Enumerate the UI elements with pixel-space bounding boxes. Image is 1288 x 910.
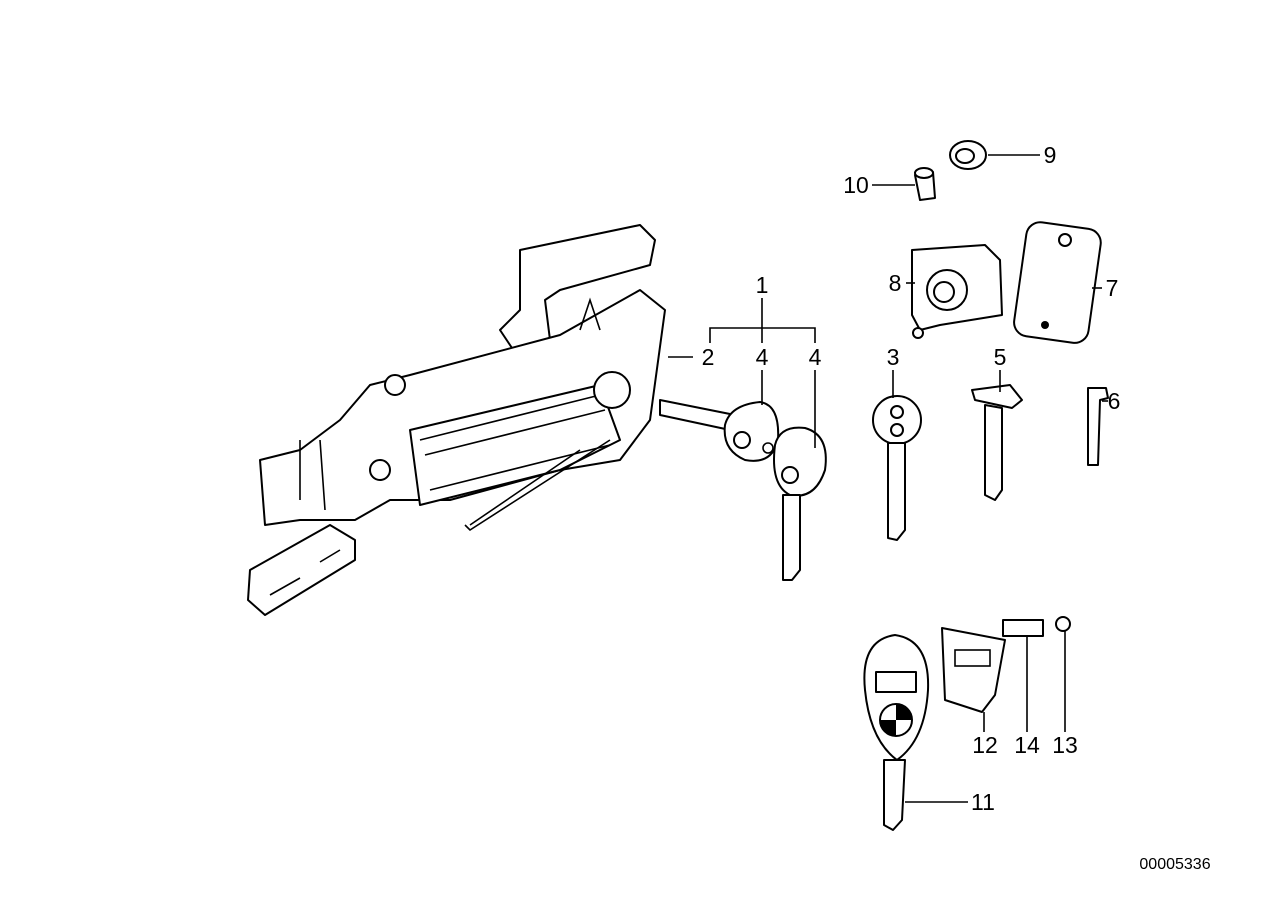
callout-1: 1 (756, 272, 769, 298)
key-blank-flat-head[interactable] (971, 384, 1023, 501)
callout-4b: 4 (809, 344, 822, 370)
lock-cylinder-housing[interactable] (911, 244, 1003, 339)
callout-3: 3 (887, 344, 900, 370)
callout-13: 13 (1052, 732, 1078, 758)
callout-5: 5 (994, 344, 1007, 370)
key-blade[interactable] (1087, 387, 1109, 466)
callout-7: 7 (1106, 275, 1119, 301)
plate[interactable] (1002, 619, 1044, 637)
pin-plug[interactable] (914, 167, 936, 201)
callout-2: 2 (702, 344, 715, 370)
callout-11: 11 (971, 789, 995, 815)
callout-9: 9 (1044, 142, 1057, 168)
door-handle-assembly[interactable] (247, 224, 666, 616)
grommet[interactable] (949, 140, 987, 170)
leader-lines (668, 154, 1108, 803)
key-with-bmw-logo-2[interactable] (773, 426, 827, 581)
diagram-reference-number: 00005336 (1139, 856, 1210, 873)
lock-cover[interactable] (1012, 220, 1102, 344)
key-round-head[interactable] (872, 395, 922, 541)
callout-6: 6 (1108, 388, 1121, 414)
key-holder-bracket[interactable] (941, 627, 1006, 713)
callout-10: 10 (843, 172, 869, 198)
callout-4a: 4 (756, 344, 769, 370)
callout-8: 8 (889, 270, 902, 296)
screw[interactable] (1055, 616, 1071, 632)
key-with-bmw-logo-1[interactable] (659, 399, 780, 462)
callout-14: 14 (1014, 732, 1040, 758)
master-key-with-bmw-logo[interactable] (863, 634, 930, 831)
callout-12: 12 (972, 732, 998, 758)
